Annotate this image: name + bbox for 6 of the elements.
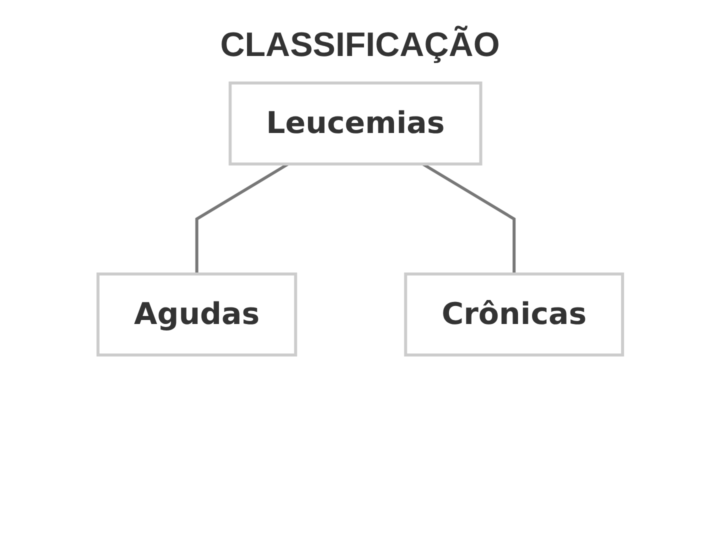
diagram-title: CLASSIFICAÇÃO bbox=[219, 26, 501, 65]
connector bbox=[195, 162, 289, 274]
connector bbox=[422, 162, 516, 274]
node-box: Agudas bbox=[96, 272, 297, 356]
node-box: Leucemias bbox=[228, 82, 482, 166]
node-box: Crônicas bbox=[404, 272, 624, 356]
